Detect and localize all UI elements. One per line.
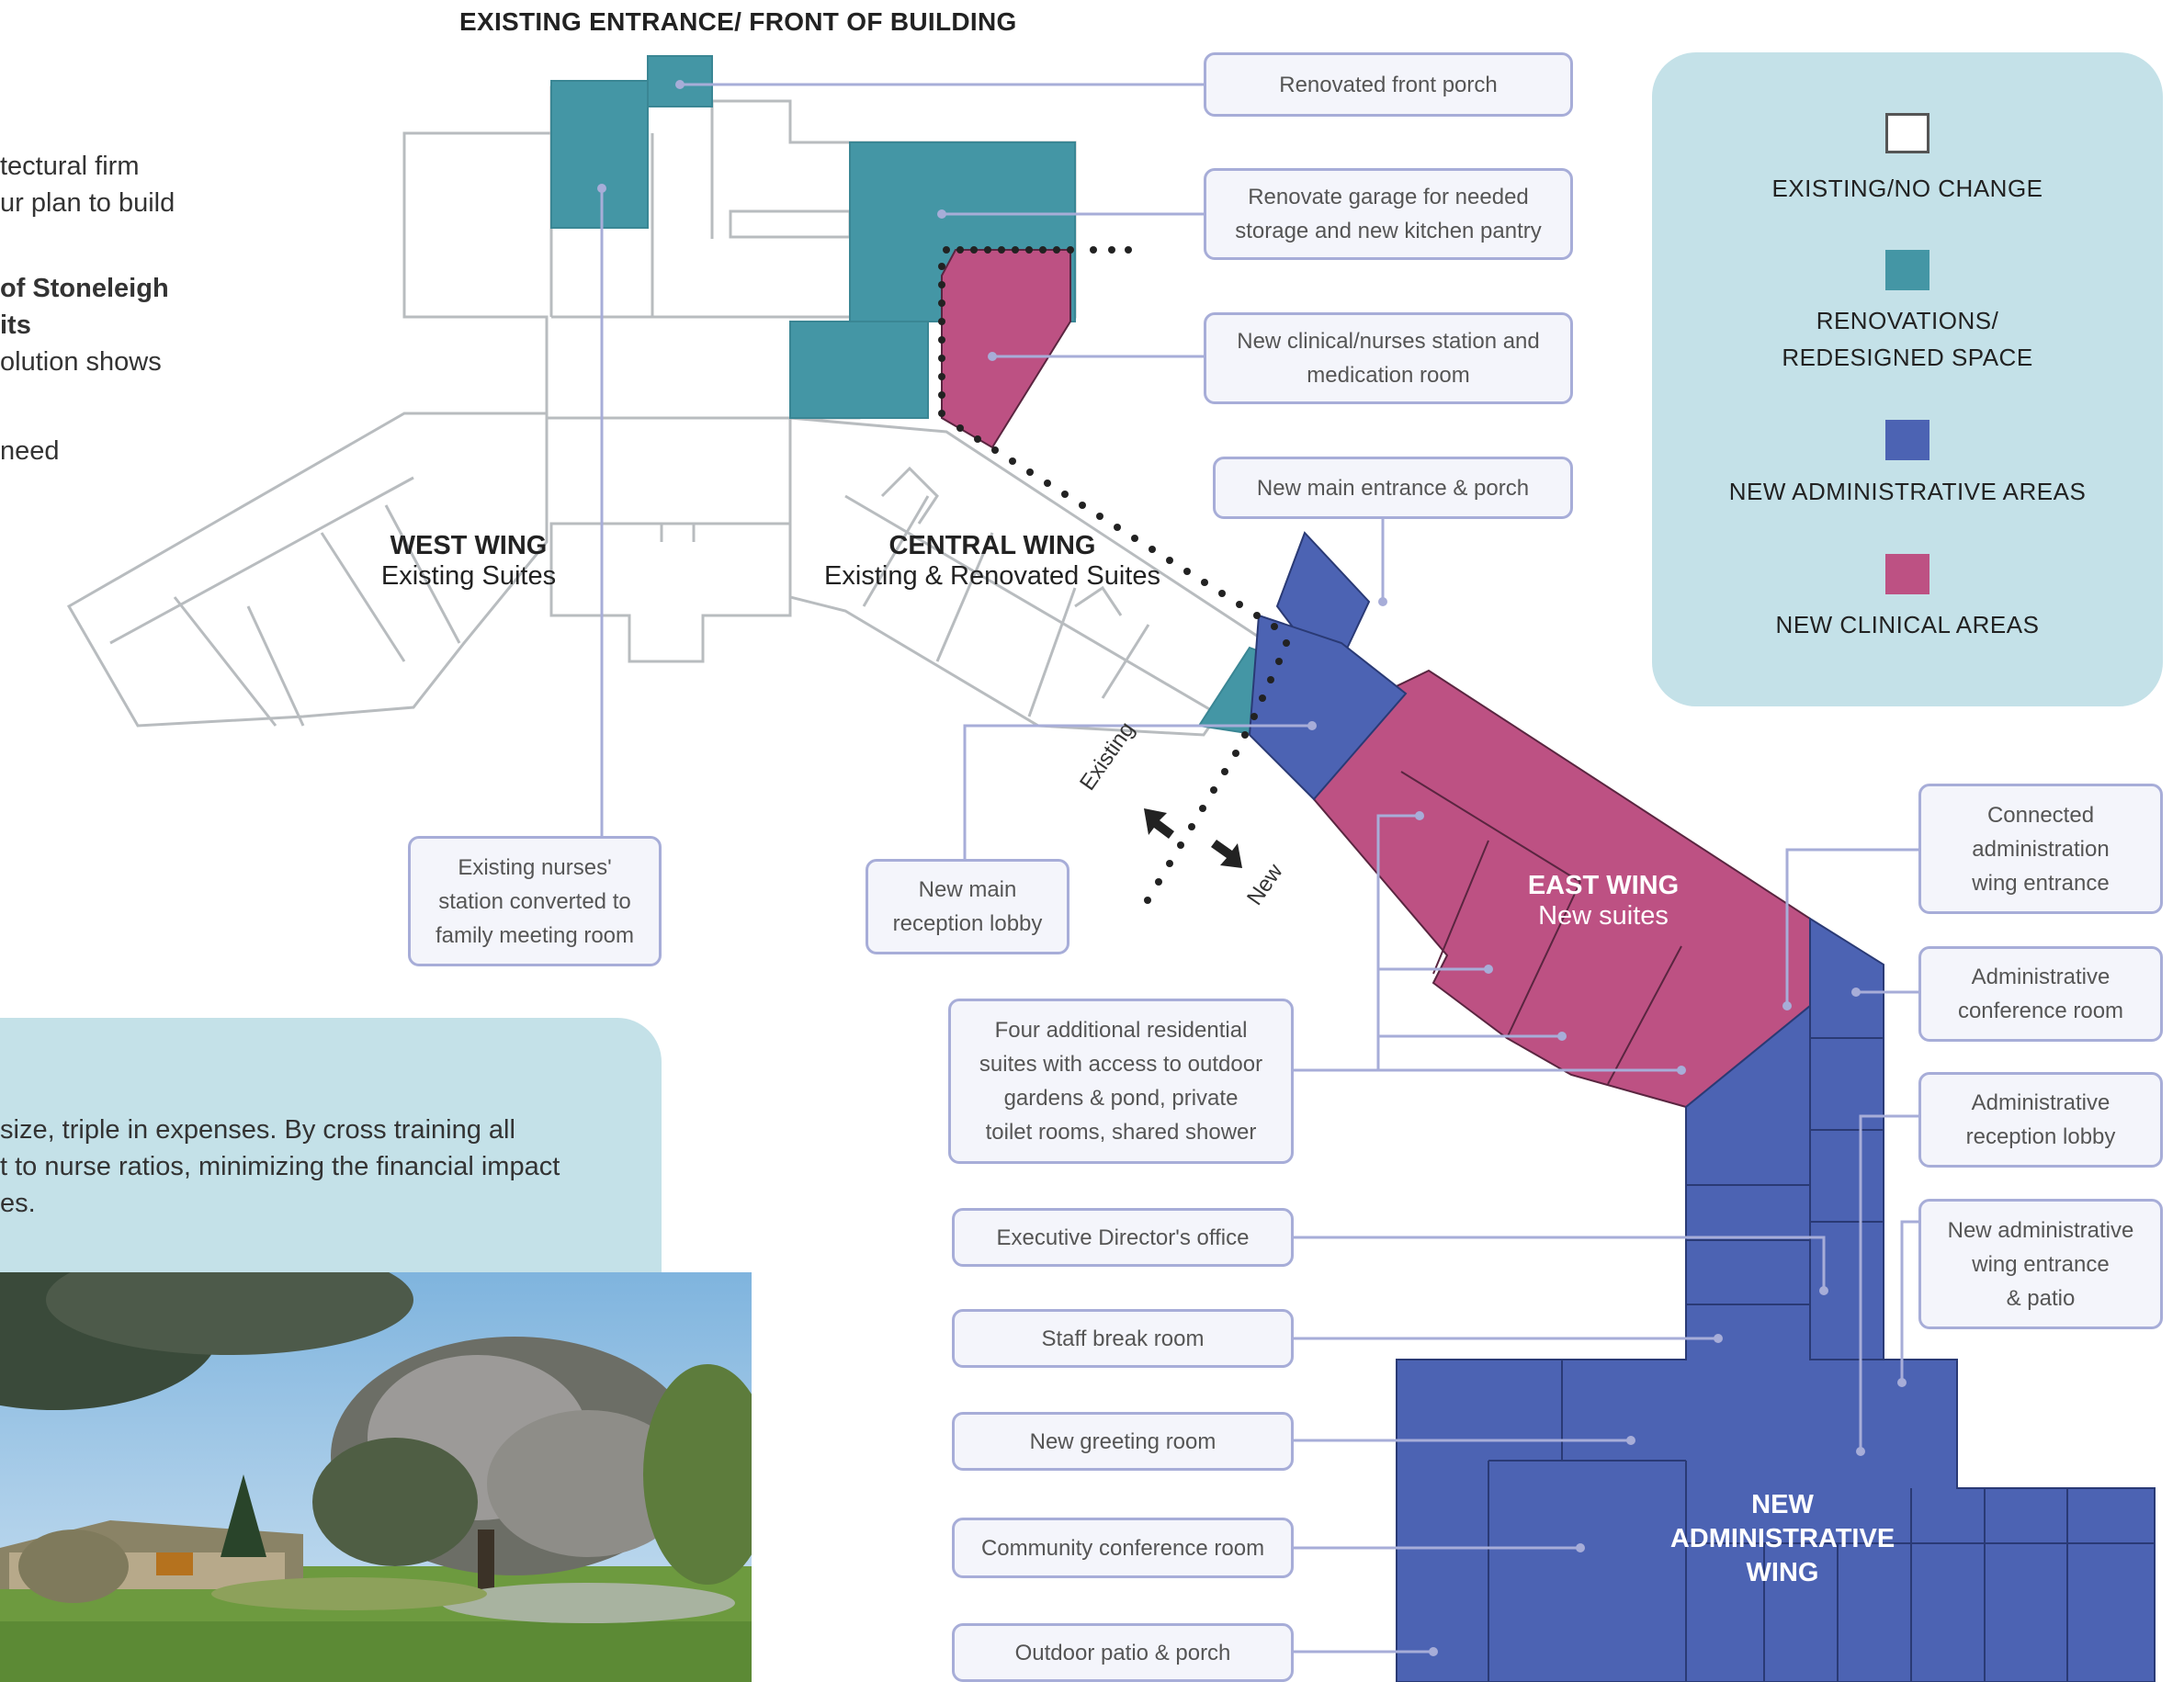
callout-greeting-room: New greeting room	[952, 1412, 1294, 1471]
central-wing-label: CENTRAL WING Existing & Renovated Suites	[799, 531, 1185, 592]
admin-wing-label: NEW ADMINISTRATIVE WING	[1669, 1490, 1895, 1587]
front-of-building-heading: EXISTING ENTRANCE/ FRONT OF BUILDING	[459, 7, 1017, 36]
legend-label-existing: EXISTING/NO CHANGE	[1771, 175, 2043, 202]
callout-admin-patio: New administrative wing entrance & patio	[1918, 1199, 2163, 1329]
info-box	[0, 1018, 662, 1312]
narrative-line-6: need	[0, 436, 60, 466]
admin-wing-body	[1396, 1003, 2156, 1682]
arrow-existing	[1144, 808, 1174, 839]
west-wing-outline	[66, 412, 549, 728]
west-wing-name: WEST WING	[390, 531, 548, 560]
narrative-line-3: of Stoneleigh	[0, 274, 169, 303]
leader-connected	[1785, 848, 1918, 1006]
legend-swatch-existing	[1885, 113, 1929, 153]
east-wing-sub: New suites	[1538, 901, 1669, 931]
leader-admin-patio	[1900, 1220, 1918, 1383]
central-wing-outline	[788, 416, 1271, 737]
arrow-new	[1211, 840, 1242, 868]
callout-front-porch: Renovated front porch	[1204, 52, 1573, 117]
east-wing-suites	[1312, 669, 1811, 1109]
direction-arrows	[1144, 808, 1242, 868]
renovated-entry	[550, 80, 649, 229]
east-wing-label: EAST WING New suites	[1424, 871, 1782, 931]
narrative-line-5: olution shows	[0, 347, 162, 377]
west-wing-sub: Existing Suites	[380, 561, 557, 591]
leader-admin-reception	[1859, 1114, 1918, 1451]
legend-swatch-clinical	[1885, 554, 1929, 594]
callout-nurses-station: Existing nurses' station converted to fa…	[408, 836, 662, 966]
clinical-station-area	[941, 249, 1071, 449]
callout-exec-director: Executive Director's office	[952, 1208, 1294, 1267]
info-box-text: size, triple in expenses. By cross train…	[0, 1115, 560, 1218]
callout-connected-admin: Connected administration wing entrance	[1918, 784, 2163, 914]
narrative-line-1: tectural firm	[0, 152, 140, 181]
callout-admin-reception: Administrative reception lobby	[1918, 1072, 2163, 1168]
legend-swatch-renovation	[1885, 250, 1929, 290]
callout-staff-break: Staff break room	[952, 1309, 1294, 1368]
east-wing-name: EAST WING	[1527, 871, 1680, 900]
leader-exec	[1294, 1236, 1826, 1291]
legend-label-renovation: RENOVATIONS/ REDESIGNED SPACE	[1782, 307, 2033, 371]
callout-four-suites: Four additional residential suites with …	[948, 999, 1294, 1164]
callout-community-conference: Community conference room	[952, 1518, 1294, 1578]
callout-garage: Renovate garage for needed storage and n…	[1204, 168, 1573, 260]
legend-swatch-admin	[1885, 420, 1929, 460]
leader-reception	[963, 724, 1312, 859]
renovated-lower	[789, 321, 929, 419]
callout-admin-conference: Administrative conference room	[1918, 946, 2163, 1042]
central-wing-sub: Existing & Renovated Suites	[824, 561, 1160, 591]
callout-outdoor-patio: Outdoor patio & porch	[952, 1623, 1294, 1682]
callout-main-entrance: New main entrance & porch	[1213, 457, 1573, 519]
narrative-line-4: its	[0, 310, 31, 340]
legend: EXISTING/NO CHANGE RENOVATIONS/ REDESIGN…	[1652, 52, 2163, 706]
legend-label-clinical: NEW CLINICAL AREAS	[1775, 611, 2040, 638]
narrative-line-2: ur plan to build	[0, 188, 175, 218]
landscape-rendering-image	[0, 1272, 752, 1682]
west-wing-label: WEST WING Existing Suites	[276, 531, 662, 592]
leader-four-suites	[1294, 814, 1420, 1072]
central-wing-name: CENTRAL WING	[888, 531, 1096, 560]
legend-label-admin: NEW ADMINISTRATIVE AREAS	[1728, 478, 2087, 505]
callout-clinical-station: New clinical/nurses station and medicati…	[1204, 312, 1573, 404]
callout-reception-lobby: New main reception lobby	[866, 859, 1069, 954]
